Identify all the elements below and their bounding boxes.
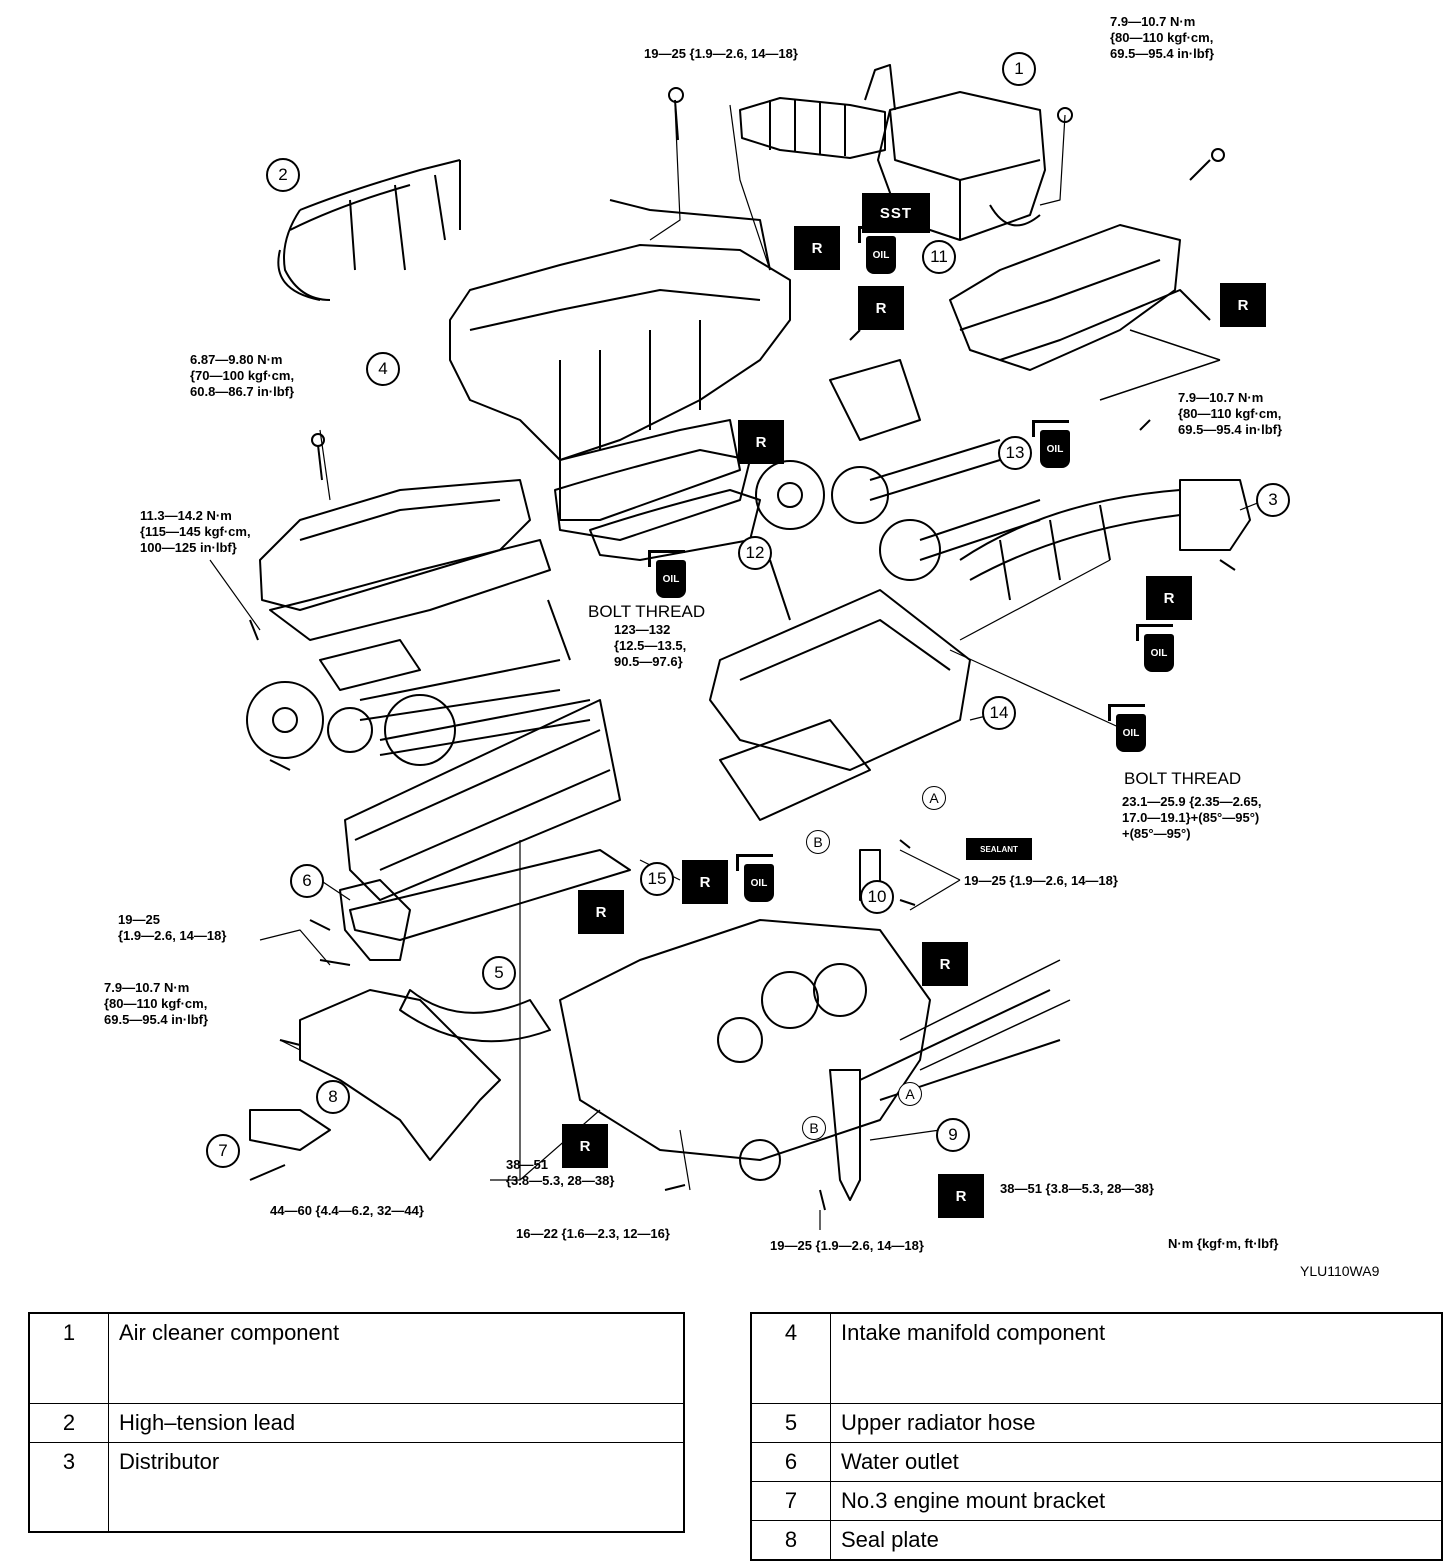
bolt-thread-label-2: BOLT THREAD xyxy=(1124,769,1242,788)
legend-description: Air cleaner component xyxy=(108,1312,685,1404)
oil-can-icon: OIL xyxy=(1032,420,1078,470)
callout-14: 14 xyxy=(982,696,1016,730)
torque-spec-2: 7.9—10.7 N·m {80—110 kgf·cm, 69.5—95.4 i… xyxy=(1110,14,1215,61)
oil-can-icon: OIL xyxy=(1108,704,1154,754)
callout-8: 8 xyxy=(316,1080,350,1114)
seal-plate-drawing xyxy=(249,989,501,1161)
torque-spec-8: 19—25 {1.9—2.6, 14—18} xyxy=(964,873,1118,888)
torque-spec-1: 19—25 {1.9—2.6, 14—18} xyxy=(644,46,798,61)
callout-13: 13 xyxy=(998,436,1032,470)
torque-spec-11: 38—51 {3.8—5.3, 28—38} xyxy=(506,1157,615,1188)
torque-spec-9: 19—25 {1.9—2.6, 14—18} xyxy=(118,912,227,943)
callout-2: 2 xyxy=(266,158,300,192)
r-tag: R xyxy=(858,286,904,330)
callout-10: 10 xyxy=(860,880,894,914)
legend-number: 1 xyxy=(28,1312,109,1404)
callout-12: 12 xyxy=(738,536,772,570)
distributor-drawing xyxy=(959,479,1251,601)
left-cylinder-head-drawing xyxy=(344,699,621,901)
oil-can-icon: OIL xyxy=(736,854,782,904)
legend-row: 4 Intake manifold component xyxy=(750,1312,1443,1404)
legend-number: 6 xyxy=(750,1441,831,1482)
r-tag: R xyxy=(738,420,784,464)
legend-number: 3 xyxy=(28,1441,109,1533)
r-tag: R xyxy=(578,890,624,934)
torque-spec-3: 6.87—9.80 N·m {70—100 kgf·cm, 60.8—86.7 … xyxy=(190,352,295,399)
torque-spec-4: 7.9—10.7 N·m {80—110 kgf·cm, 69.5—95.4 i… xyxy=(1178,390,1283,437)
legend-description: Upper radiator hose xyxy=(830,1402,1443,1443)
legend-number: 5 xyxy=(750,1402,831,1443)
units-note: N·m {kgf·m, ft·lbf} xyxy=(1168,1236,1279,1251)
left-camshaft-drawing xyxy=(246,639,591,766)
legend-description: Seal plate xyxy=(830,1519,1443,1560)
torque-spec-10: 7.9—10.7 N·m {80—110 kgf·cm, 69.5—95.4 i… xyxy=(104,980,209,1027)
legend-row: 2 High–tension lead xyxy=(28,1402,685,1443)
torque-spec-13: 44—60 {4.4—6.2, 32—44} xyxy=(270,1203,424,1218)
legend-table-left: 1 Air cleaner component 2 High–tension l… xyxy=(28,1312,685,1533)
callout-4: 4 xyxy=(366,352,400,386)
legend-number: 2 xyxy=(28,1402,109,1443)
r-tag: R xyxy=(794,226,840,270)
callout-1: 1 xyxy=(1002,52,1036,86)
torque-spec-14: 16—22 {1.6—2.3, 12—16} xyxy=(516,1226,670,1241)
callout-11: 11 xyxy=(922,240,956,274)
engine-parts-drawing xyxy=(209,64,1266,1230)
r-tag: R xyxy=(562,1124,608,1168)
sealant-tag: SEALANT xyxy=(966,838,1032,860)
legend-row: 3 Distributor xyxy=(28,1441,685,1533)
legend-row: 8 Seal plate xyxy=(750,1519,1443,1560)
figure-code: YLU110WA9 xyxy=(1300,1263,1380,1279)
legend-description: No.3 engine mount bracket xyxy=(830,1480,1443,1521)
torque-spec-12: 38—51 {3.8—5.3, 28—38} xyxy=(1000,1181,1154,1196)
torque-spec-7: 23.1—25.9 {2.35—2.65, 17.0—19.1}+(85°—95… xyxy=(1122,794,1262,841)
air-cleaner-drawing xyxy=(739,64,1046,241)
reference-letter-a: A xyxy=(898,1082,922,1106)
legend-number: 8 xyxy=(750,1519,831,1560)
legend-number: 4 xyxy=(750,1312,831,1404)
oil-can-icon: OIL xyxy=(1136,624,1182,674)
reference-letter-b: B xyxy=(802,1116,826,1140)
r-tag: R xyxy=(938,1174,984,1218)
legend-description: Distributor xyxy=(108,1441,685,1533)
intake-manifold-drawing xyxy=(449,199,791,521)
legend-table-right: 4 Intake manifold component 5 Upper radi… xyxy=(750,1312,1443,1561)
callout-5: 5 xyxy=(482,956,516,990)
callout-3: 3 xyxy=(1256,483,1290,517)
reference-letter-a: A xyxy=(922,786,946,810)
legend-row: 5 Upper radiator hose xyxy=(750,1402,1443,1443)
r-tag: R xyxy=(1220,283,1266,327)
callout-6: 6 xyxy=(290,864,324,898)
legend-description: Intake manifold component xyxy=(830,1312,1443,1404)
callout-7: 7 xyxy=(206,1134,240,1168)
legend-description: Water outlet xyxy=(830,1441,1443,1482)
right-cover-drawing xyxy=(949,224,1211,371)
right-cylinder-head-drawing xyxy=(709,589,971,821)
oil-can-icon: OIL xyxy=(858,226,904,276)
torque-spec-5: 11.3—14.2 N·m {115—145 kgf·cm, 100—125 i… xyxy=(140,508,251,555)
engine-block-drawing xyxy=(559,919,1061,1181)
legend-row: 6 Water outlet xyxy=(750,1441,1443,1482)
torque-spec-15: 19—25 {1.9—2.6, 14—18} xyxy=(770,1238,924,1253)
exploded-engine-diagram: 19—25 {1.9—2.6, 14—18} 7.9—10.7 N·m {80—… xyxy=(104,14,1380,1279)
oil-can-icon: OIL xyxy=(648,550,694,600)
right-camshaft-drawing xyxy=(755,359,1041,581)
r-tag: R xyxy=(1146,576,1192,620)
high-tension-lead-drawing xyxy=(277,159,461,301)
bolt-thread-label-1: BOLT THREAD xyxy=(588,602,706,621)
legend-number: 7 xyxy=(750,1480,831,1521)
left-cover-drawing xyxy=(259,479,551,641)
torque-spec-6: 123—132 {12.5—13.5, 90.5—97.6} xyxy=(614,622,687,669)
callout-15: 15 xyxy=(640,862,674,896)
legend-row: 1 Air cleaner component xyxy=(28,1312,685,1404)
legend-description: High–tension lead xyxy=(108,1402,685,1443)
legend-row: 7 No.3 engine mount bracket xyxy=(750,1480,1443,1521)
reference-letter-b: B xyxy=(806,830,830,854)
callout-9: 9 xyxy=(936,1118,970,1152)
r-tag: R xyxy=(922,942,968,986)
r-tag: R xyxy=(682,860,728,904)
